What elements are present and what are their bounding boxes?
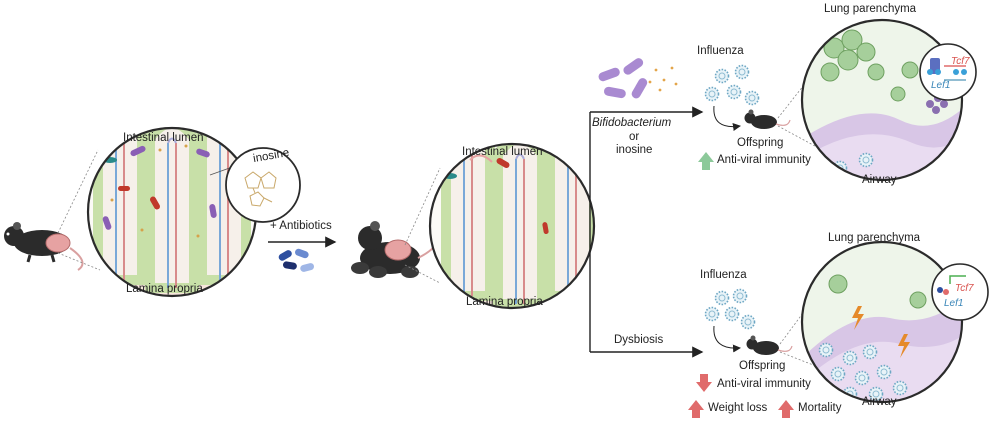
antibiotics-label: + Antibiotics (270, 220, 332, 232)
zoom-line (404, 264, 441, 284)
tcf7-bottom-label: Tcf7 (955, 283, 974, 294)
lung-parenchyma-top-label: Lung parenchyma (824, 3, 917, 15)
inosine-zoom-circle (225, 147, 301, 223)
up-arrow-red-icon (778, 400, 794, 418)
lung-parenchyma-bottom-label: Lung parenchyma (828, 232, 921, 244)
up-arrow-red-icon (688, 400, 704, 418)
zoom-line (57, 149, 99, 234)
weight-loss-label: Weight loss (708, 402, 768, 414)
gene-zoom-top (919, 43, 977, 101)
mother-mouse-icon (4, 222, 84, 271)
lamina-propria-label-1: Lamina propria (126, 283, 203, 295)
lef1-bottom-label: Lef1 (944, 298, 964, 309)
pill-icon (278, 248, 315, 272)
up-arrow-icon (698, 152, 714, 170)
dysbiosis-label: Dysbiosis (614, 334, 664, 346)
influenza-bottom-label: Influenza (700, 269, 747, 281)
mother-with-pups-icon (351, 221, 441, 278)
infection-arrow-icon (713, 325, 741, 353)
lef1-top-label: Lef1 (931, 80, 951, 91)
mortality-label: Mortality (798, 402, 842, 414)
tcf7-top-label: Tcf7 (951, 56, 970, 67)
inosine-label: inosine (616, 144, 653, 156)
influenza-top-label: Influenza (697, 45, 744, 57)
airway-bottom-label: Airway (862, 396, 897, 408)
airway-top-label: Airway (862, 174, 897, 186)
intestinal-lumen-label-2: Intestinal lumen (462, 146, 543, 158)
influenza-virus-bottom-icon (704, 288, 756, 330)
gene-zoom-bottom (931, 263, 989, 321)
or-label: or (629, 131, 640, 143)
offspring-mouse-bottom-icon (746, 335, 793, 355)
lamina-propria-label-2: Lamina propria (466, 296, 543, 308)
intestinal-lumen-label-1: Intestinal lumen (123, 132, 204, 144)
bifidobacterium-icon (598, 58, 678, 99)
lightning-icon (852, 306, 910, 358)
antiviral-down-label: Anti-viral immunity (717, 378, 811, 390)
dna-icon (927, 69, 967, 75)
offspring-mouse-top-icon (744, 109, 791, 129)
offspring-bottom-label: Offspring (739, 360, 786, 372)
dna-icon (937, 287, 949, 295)
infection-arrow-icon (713, 105, 741, 131)
bifidobacterium-label: Bifidobacterium (592, 117, 672, 129)
zoom-line (57, 252, 101, 271)
influenza-virus-top-icon (704, 64, 760, 106)
offspring-top-label: Offspring (737, 137, 784, 149)
intestine-circle-1 (86, 126, 258, 298)
antiviral-up-label: Anti-viral immunity (717, 154, 811, 166)
down-arrow-icon (696, 374, 712, 392)
